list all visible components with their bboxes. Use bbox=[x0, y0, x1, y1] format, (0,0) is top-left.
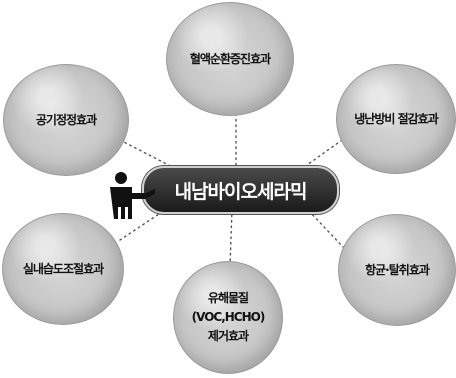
center-node: 내남바이오세라믹 bbox=[142, 166, 339, 214]
effect-air-purification-label: 공기정정효과 bbox=[35, 112, 97, 127]
effect-heating-cooling-label: 냉난방비 절감효과 bbox=[354, 111, 438, 126]
effect-heating-cooling: 냉난방비 절감효과 bbox=[336, 64, 456, 174]
person-icon bbox=[110, 172, 155, 219]
connector-air-purification bbox=[119, 139, 179, 171]
connector-antibacterial bbox=[307, 209, 345, 249]
effect-blood-circulation-label: 혈액순환증진효과 bbox=[189, 51, 271, 66]
effect-voc-removal: 유해물질 (VOC,HCHO) 제거효과 bbox=[173, 261, 283, 374]
effect-humidity-control: 실내습도조절효과 bbox=[2, 213, 124, 325]
effect-air-purification: 공기정정효과 bbox=[3, 64, 129, 176]
effect-humidity-control-label: 실내습도조절효과 bbox=[22, 261, 104, 276]
connector-voc-removal bbox=[229, 209, 233, 267]
effect-voc-removal-label: 유해물질 (VOC,HCHO) 제거효과 bbox=[191, 291, 266, 343]
effect-antibacterial-label: 항균·탈취효과 bbox=[365, 262, 430, 277]
effect-blood-circulation: 혈액순환증진효과 bbox=[166, 2, 294, 116]
effect-antibacterial: 항균·탈취효과 bbox=[338, 214, 456, 326]
center-node-label: 내남바이오세라믹 bbox=[174, 180, 308, 203]
